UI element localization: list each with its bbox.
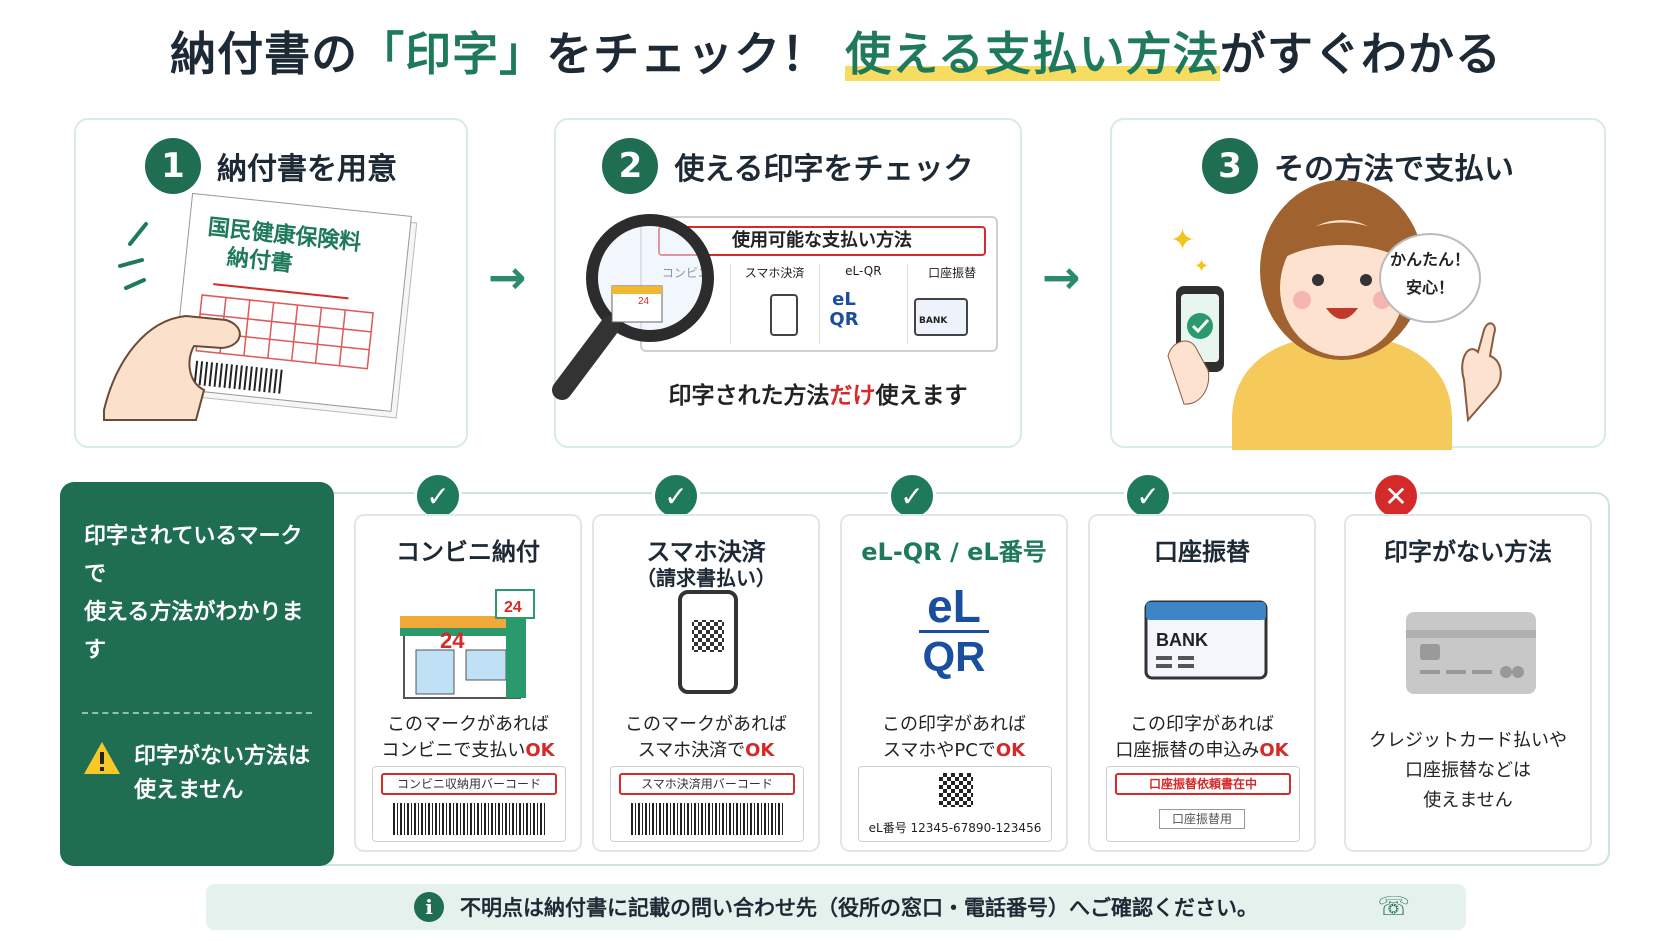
barcode [631, 803, 783, 835]
elqr-logo: eL QR [842, 582, 1066, 681]
method-card-unavailable: 印字がない方法 クレジットカード払いや 口座振替などは 使えません [1344, 514, 1592, 852]
step-3-header: 3 その方法で支払い [1112, 138, 1604, 194]
card-description: このマークがあれば スマホ決済でOK [625, 714, 787, 761]
step-2-title: 使える印字をチェック [674, 152, 974, 187]
svg-text:✦: ✦ [1170, 223, 1195, 258]
footer-text: 不明点は納付書に記載の問い合わせ先（役所の窓口・電話番号）へご確認ください。 [460, 896, 1258, 920]
check-icon: ✓ [652, 472, 700, 520]
info-side-warning: 印字がない方法は 使えません [82, 740, 310, 808]
title-bracket-word: 印字 [405, 27, 500, 81]
info-side-line2: 使える方法がわかります [84, 600, 304, 663]
card-subtitle: （請求書払い） [636, 566, 776, 590]
method-card-bank: 口座振替 BANK この印字があれば 口座振替の申込みOK 口座振替依頼書在中 … [1088, 514, 1316, 852]
document-illustration [103, 192, 418, 421]
step-1-header: 1 納付書を用意 [76, 138, 466, 194]
info-side-line1: 印字されているマークで [84, 524, 303, 587]
card-title: スマホ決済 [646, 538, 766, 566]
step-2-number: 2 [602, 138, 659, 194]
step-3-title: その方法で支払い [1274, 152, 1514, 187]
bank-sample: 口座振替依頼書在中 口座振替用 [1106, 766, 1300, 842]
barcode-sample: スマホ決済用バーコード [610, 766, 804, 842]
smartphone-qr-icon [678, 590, 738, 694]
method-card-elqr: eL-QR / eL番号 eL QR この印字があれば スマホやPCでOK eL… [840, 514, 1068, 852]
arrow-right-icon: → [488, 250, 527, 304]
elqr-sample: eL番号 12345-67890-123456 [858, 766, 1052, 842]
credit-card-icon [1406, 612, 1536, 694]
panel-col-smartphone: スマホ決済 [731, 264, 820, 344]
panel-phone-icon [770, 294, 798, 336]
page-title: 納付書の「印字」をチェック！ 使える支払い方法がすぐわかる [0, 18, 1672, 84]
check-icon: ✓ [888, 472, 936, 520]
card-title: 印字がない方法 [1384, 538, 1552, 566]
barcode [393, 803, 545, 835]
step-2-header: 2 使える印字をチェック [556, 138, 1020, 194]
step-2-caption: 印字された方法だけ使えます [668, 383, 968, 409]
qr-code-icon [939, 773, 973, 807]
card-description: クレジットカード払いや 口座振替などは 使えません [1369, 730, 1567, 811]
bank-card-icon: BANK [1144, 600, 1268, 680]
arrow-right-icon: → [1042, 250, 1081, 304]
phone-icon: ☏ [1377, 892, 1410, 922]
speech-bubble: かんたん！ 安心！ [1389, 250, 1470, 297]
svg-text:✦: ✦ [1194, 256, 1209, 277]
footer-notice: i 不明点は納付書に記載の問い合わせ先（役所の窓口・電話番号）へご確認ください。… [206, 884, 1466, 930]
check-icon: ✓ [1124, 472, 1172, 520]
warning-icon [84, 742, 120, 774]
convenience-store-icon: 24 24 [400, 589, 535, 699]
svg-text:24: 24 [504, 599, 522, 616]
info-side-divider [82, 712, 312, 714]
svg-text:BANK: BANK [1156, 630, 1208, 650]
check-icon: ✓ [414, 472, 462, 520]
title-part3: がすぐわかる [1219, 27, 1502, 81]
method-card-smartphone: スマホ決済 （請求書払い） このマークがあれば スマホ決済でOK スマホ決済用バ… [592, 514, 820, 852]
title-bracket-open: 「 [358, 27, 406, 81]
svg-text:24: 24 [440, 628, 465, 653]
method-card-conbini: コンビニ納付 24 24 このマークがあれば コンビニで支払いOK コンビニ収納… [354, 514, 582, 852]
step-3-panel: 3 その方法で支払い ✦ ✦ かんたん！ 安心！ [1110, 118, 1606, 450]
step-1-panel: 1 納付書を用意 国民健康保険料 納付書 [74, 118, 468, 448]
card-title: コンビニ納付 [396, 538, 540, 566]
card-title: 口座振替 [1154, 538, 1250, 566]
title-part2: をチェック！ [546, 27, 829, 81]
title-part1: 納付書の [170, 27, 359, 81]
panel-col-bank: 口座振替 [928, 266, 977, 280]
title-highlight: 使える支払い方法 [845, 27, 1220, 81]
card-description: この印字があれば 口座振替の申込みOK [1115, 714, 1289, 761]
info-icon: i [414, 892, 444, 922]
svg-text:24: 24 [638, 296, 650, 307]
card-description: このマークがあれば コンビニで支払いOK [381, 714, 555, 761]
barcode-sample: コンビニ収納用バーコード [372, 766, 566, 842]
magnifier-icon: 24 [552, 214, 714, 400]
step-1-number: 1 [145, 138, 201, 194]
step-2-panel: 2 使える印字をチェック 使用可能な支払い方法 コンビニ スマホ決済 eL-QR… [552, 118, 1022, 448]
info-side-panel: 印字されているマークで 使える方法がわかります 印字がない方法は 使えません [60, 482, 334, 866]
title-bracket-close: 」 [499, 27, 547, 81]
step-1-title: 納付書を用意 [217, 152, 397, 187]
card-description: この印字があれば スマホやPCでOK [882, 714, 1026, 761]
card-title: eL-QR / eL番号 [861, 538, 1047, 566]
person-illustration: ✦ ✦ [1167, 180, 1502, 450]
panel-bank-card-icon: BANK [914, 298, 968, 336]
step-3-number: 3 [1202, 138, 1258, 194]
cross-icon: ✕ [1372, 472, 1420, 520]
panel-col-elqr: eL-QR [820, 264, 909, 344]
